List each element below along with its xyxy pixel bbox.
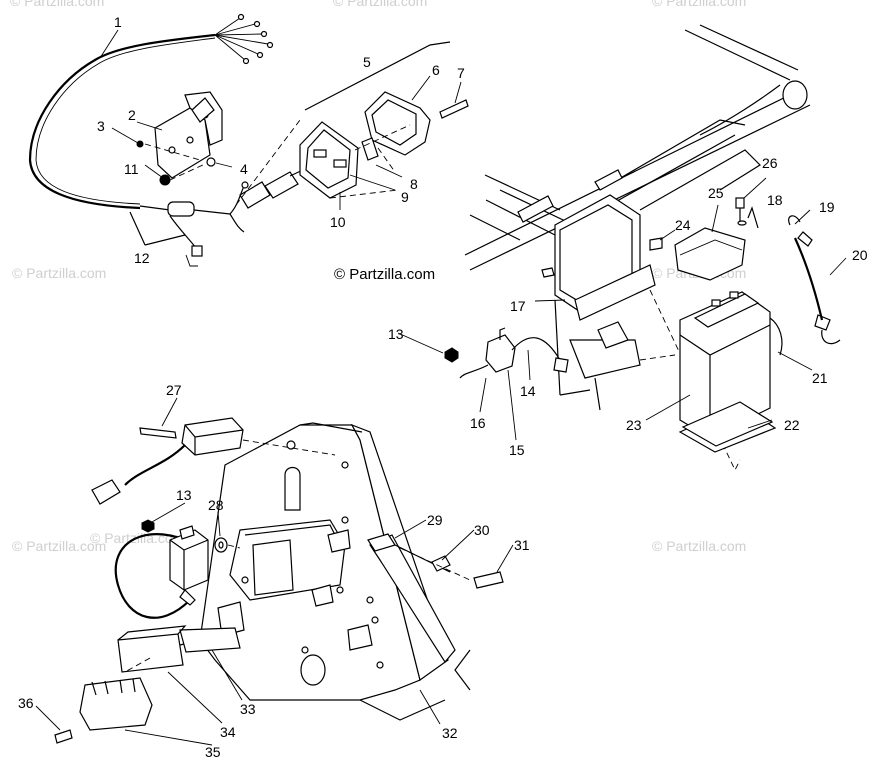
callout-leaders [35, 29, 847, 746]
credit-text: © Partzilla.com [334, 266, 435, 283]
bracket-part [649, 237, 663, 251]
cdi-part [91, 417, 336, 505]
callout-12: 12 [134, 250, 150, 266]
callout-8: 8 [410, 176, 418, 192]
taillight-part [299, 91, 469, 199]
battery-box-part [541, 194, 741, 472]
callout-5: 5 [363, 54, 371, 70]
pad-part [674, 227, 746, 281]
ignition-coil-part [114, 519, 241, 619]
cable-part [747, 206, 759, 229]
callout-13b: 13 [176, 487, 192, 503]
mounting-panel-part [179, 422, 471, 721]
watermark: © Partzilla.com [12, 538, 106, 554]
watermark: © Partzilla.com [333, 0, 427, 9]
battery-part [678, 291, 783, 453]
frame-part [464, 24, 811, 271]
callout-3: 3 [97, 118, 105, 134]
callout-6: 6 [432, 62, 440, 78]
callout-4: 4 [240, 161, 248, 177]
callout-19: 19 [819, 199, 835, 215]
callout-15: 15 [509, 442, 525, 458]
screw-part [136, 140, 144, 148]
callout-18: 18 [767, 192, 783, 208]
cable-part [788, 215, 841, 345]
callout-25: 25 [708, 185, 724, 201]
callout-20: 20 [852, 247, 868, 263]
wiring-harness [28, 13, 274, 267]
callout-bracket [304, 41, 451, 111]
callout-26: 26 [762, 155, 778, 171]
callout-14: 14 [520, 383, 536, 399]
watermark: © Partzilla.com [12, 265, 106, 281]
callout-1: 1 [114, 14, 122, 30]
bracket-part [154, 91, 223, 179]
callout-7: 7 [457, 65, 465, 81]
callout-9: 9 [401, 189, 409, 205]
callout-29: 29 [427, 512, 443, 528]
callout-24: 24 [675, 217, 691, 233]
relay-part [444, 327, 569, 379]
callout-17: 17 [510, 298, 526, 314]
callout-13: 13 [388, 326, 404, 342]
watermark: © Partzilla.com [652, 538, 746, 554]
callout-36: 36 [18, 695, 34, 711]
callout-2: 2 [128, 107, 136, 123]
connector-part [235, 119, 321, 209]
watermark: © Partzilla.com [652, 0, 746, 9]
watermark: © Partzilla.com [10, 0, 104, 9]
pad-part [679, 239, 743, 256]
bolt-part [367, 533, 504, 589]
callout-16: 16 [470, 415, 486, 431]
callout-22: 22 [784, 417, 800, 433]
regulator-part [54, 625, 241, 744]
callout-23: 23 [626, 417, 642, 433]
callout-27: 27 [166, 382, 182, 398]
callout-31: 31 [514, 537, 530, 553]
callout-21: 21 [812, 370, 828, 386]
callout-10: 10 [330, 214, 346, 230]
callout-35: 35 [205, 744, 221, 760]
washer-part [737, 220, 747, 226]
callout-32: 32 [442, 725, 458, 741]
callout-30: 30 [474, 522, 490, 538]
callout-11: 11 [124, 161, 139, 177]
washer-part [206, 157, 216, 167]
callout-34: 34 [220, 724, 236, 740]
callout-33: 33 [240, 701, 256, 717]
callout-labels: 1 2 3 4 5 6 7 8 9 10 11 12 13 13 14 15 1… [18, 14, 868, 760]
callout-28: 28 [208, 497, 224, 513]
